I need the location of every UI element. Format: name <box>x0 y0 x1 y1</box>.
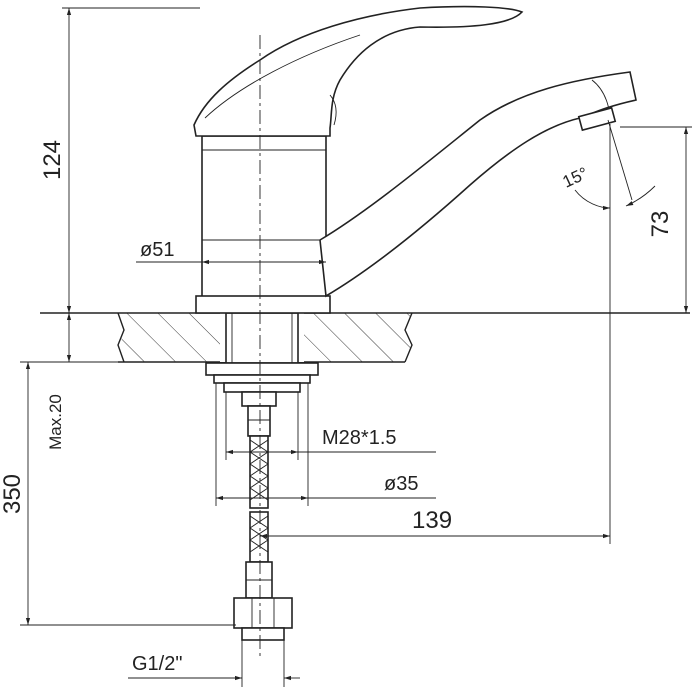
dim-connection-label: G1/2" <box>132 653 182 675</box>
dim-washer-diameter: ø35 <box>215 383 436 506</box>
dim-reach-label: 139 <box>412 507 452 534</box>
dim-height-total: 124 <box>39 7 200 313</box>
countertop <box>40 312 690 363</box>
dim-height-total-label: 124 <box>39 140 66 180</box>
dim-spout-height: 73 <box>620 126 692 313</box>
dim-body-diameter: ø51 <box>136 239 326 265</box>
dim-hose-length: 350 <box>0 361 236 626</box>
dim-spout-height-label: 73 <box>647 211 674 238</box>
dim-thread-label: M28*1.5 <box>322 427 397 449</box>
spout <box>319 71 637 298</box>
dim-max-thickness: Max.20 <box>40 313 118 450</box>
flexible-hose <box>233 391 293 641</box>
dim-max-thickness-label: Max.20 <box>46 394 65 450</box>
mounting-shank <box>205 312 319 393</box>
dim-connection: G1/2" <box>128 640 300 687</box>
dim-body-diameter-label: ø51 <box>140 239 174 261</box>
dim-thread: M28*1.5 <box>225 392 436 460</box>
dim-spout-angle: 15° <box>560 164 656 211</box>
handle-lever <box>193 5 524 137</box>
dim-hose-length-label: 350 <box>0 474 26 514</box>
dim-washer-diameter-label: ø35 <box>384 473 418 495</box>
dim-spout-angle-label: 15° <box>560 164 591 192</box>
faucet-body <box>195 135 331 314</box>
dim-reach: 139 <box>260 215 611 544</box>
